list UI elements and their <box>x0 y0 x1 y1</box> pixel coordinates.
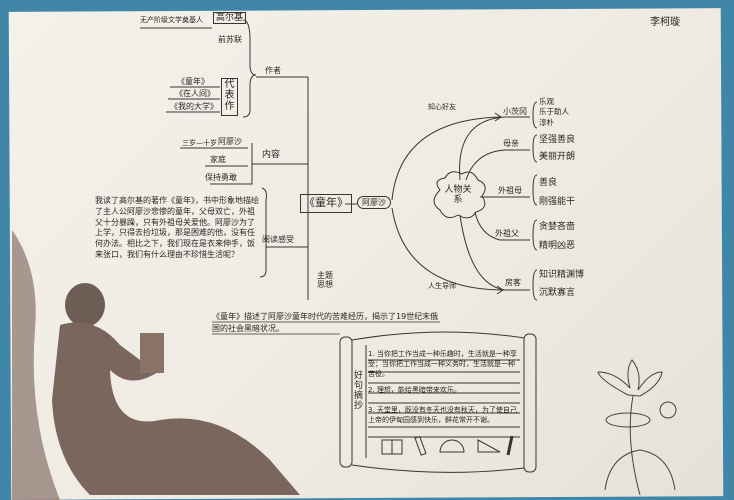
scroll-drawing <box>339 331 537 473</box>
character-trait: 乐于助人 <box>539 107 569 116</box>
quote-item: 3. 天堂里，既没有冬天也没有秋天，为了使自己上帝的伊甸园感到快乐，鲜花常开不谢… <box>368 406 517 425</box>
character-trait: 刚强能干 <box>539 197 576 207</box>
works-label: 代表作 <box>221 78 238 116</box>
quote-item: 2. 理想，能给黑暗带来欢乐。 <box>368 386 461 394</box>
work-item: 《在人间》 <box>175 89 215 98</box>
character-name: 房客 <box>505 278 521 287</box>
quote-item: 1. 当你把工作当成一种乐趣时，生活就是一种享受；当你把工作当成一种义务时，生活… <box>368 350 517 379</box>
character-name: 外祖父 <box>495 229 519 238</box>
character-name: 母亲 <box>503 139 519 148</box>
character-trait: 知识精渊博 <box>539 270 585 280</box>
content-item: 保持勇敢 <box>205 173 237 182</box>
character-trait: 坚强善良 <box>539 135 576 145</box>
author-brace <box>242 19 257 118</box>
content-lines <box>180 143 308 185</box>
reading-brace <box>259 187 267 278</box>
reading-text: 我读了高尔基的著作《童年》，书中形象地描绘了主人公阿廖沙悲惨的童年，父母双亡，外… <box>95 196 259 259</box>
quotes-label: 好句摘抄 <box>353 371 363 411</box>
book-icon <box>381 439 403 455</box>
character-trait: 贪婪吝啬 <box>539 222 576 232</box>
student-name: 李柯璇 <box>650 17 680 28</box>
book-in-hand <box>140 333 164 373</box>
link-top: 知心好友 <box>428 103 456 111</box>
author-name: 高尔基 <box>213 12 247 25</box>
content-item: 三岁—十岁 <box>182 139 217 147</box>
author-title: 无产阶级文学奠基人 <box>140 16 203 24</box>
author-label: 作者 <box>265 66 281 75</box>
set-square-icon <box>477 439 501 453</box>
arc-bottom <box>391 207 506 291</box>
content-item: 家庭 <box>210 155 226 164</box>
link-bottom: 人生导师 <box>428 282 456 290</box>
character-trait: 乐观 <box>539 97 554 106</box>
cloud-shape <box>433 171 486 219</box>
ruler-icon <box>414 435 427 456</box>
character-name: 外祖母 <box>498 186 522 195</box>
protagonist-oval: 阿廖沙 <box>357 196 391 210</box>
pencil-icon <box>506 435 514 456</box>
character-trait: 沉默寡言 <box>539 288 576 298</box>
character-trait: 淳朴 <box>539 118 554 127</box>
theme-label: 主题思想 <box>317 271 333 289</box>
works-underlines <box>166 86 220 113</box>
work-item: 《我的大学》 <box>170 102 218 111</box>
theme-text: 《童年》描述了阿廖沙童年时代的苦难经历，揭示了19世纪末俄国的社会黑暗状况。 <box>212 312 439 333</box>
protractor-icon <box>439 439 465 453</box>
content-item: 阿廖沙 <box>218 137 242 146</box>
reading-label: 阅读感受 <box>262 235 294 244</box>
relations-label: 人物关系 <box>444 185 472 205</box>
character-trait: 善良 <box>539 178 558 188</box>
center-title: 《童年》 <box>300 194 352 213</box>
character-trait: 精明凶恶 <box>539 241 576 251</box>
spine-line <box>256 76 309 300</box>
character-name: 小茨冈 <box>503 107 527 116</box>
work-item: 《童年》 <box>177 77 209 86</box>
author-country: 前苏联 <box>218 35 242 44</box>
lotus-drawing <box>597 359 677 496</box>
character-trait: 美丽开朗 <box>539 152 576 162</box>
arc-top <box>391 116 501 201</box>
content-label: 内容 <box>262 150 281 160</box>
